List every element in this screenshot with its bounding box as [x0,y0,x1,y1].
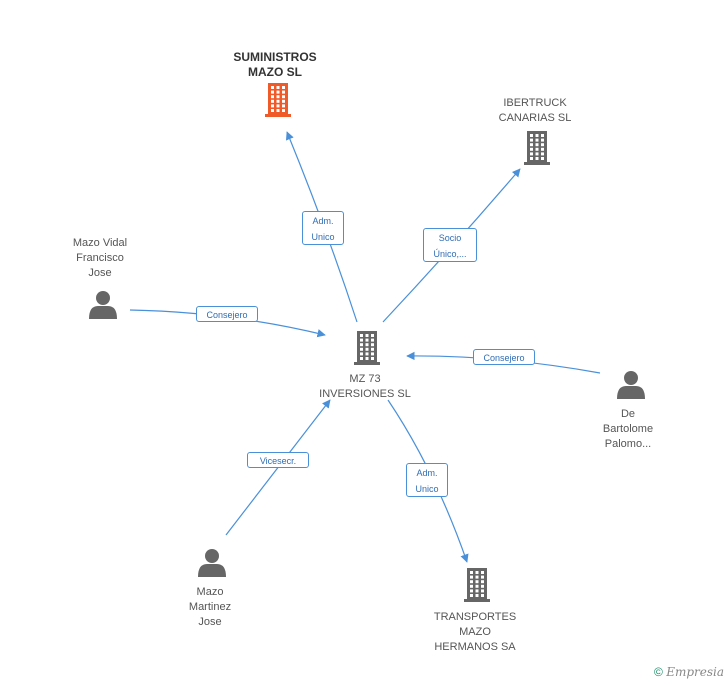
node-label-ibertruck[interactable]: IBERTRUCK CANARIAS SL [498,97,572,124]
brand-name: Empresia [666,665,724,679]
mz73-building-icon[interactable] [354,331,380,365]
node-label-de_bartolome[interactable]: De Bartolome Palomo... [602,408,654,450]
de_bartolome-person-icon[interactable] [617,371,645,399]
edge-label-mz73-to-transportes[interactable]: Adm. Unico [406,463,448,497]
mazo_martinez-person-icon[interactable] [198,549,226,577]
transportes-building-icon[interactable] [464,568,490,602]
edge-label-mazo_martinez-to-mz73[interactable]: Vicesecr. [247,452,309,468]
mazo_vidal-person-icon[interactable] [89,291,117,319]
node-label-mazo_vidal[interactable]: Mazo Vidal Francisco Jose [72,237,128,279]
node-label-suministros[interactable]: SUMINISTROS MAZO SL [233,50,317,79]
suministros-building-icon[interactable] [265,83,291,117]
ibertruck-building-icon[interactable] [524,131,550,165]
edge-label-mazo_vidal-to-mz73[interactable]: Consejero [196,306,258,322]
footer-brand[interactable]: © Empresia [654,665,724,679]
edge-label-mz73-to-ibertruck[interactable]: Socio Único,... [423,228,477,262]
node-label-mazo_martinez[interactable]: Mazo Martinez Jose [188,586,232,628]
edge-label-mz73-to-suministros[interactable]: Adm. Unico [302,211,344,245]
edge-label-de_bartolome-to-mz73[interactable]: Consejero [473,349,535,365]
node-label-transportes[interactable]: TRANSPORTES MAZO HERMANOS SA [433,611,517,653]
node-label-mz73[interactable]: MZ 73 INVERSIONES SL [319,373,411,400]
copyright-icon: © [654,665,663,679]
